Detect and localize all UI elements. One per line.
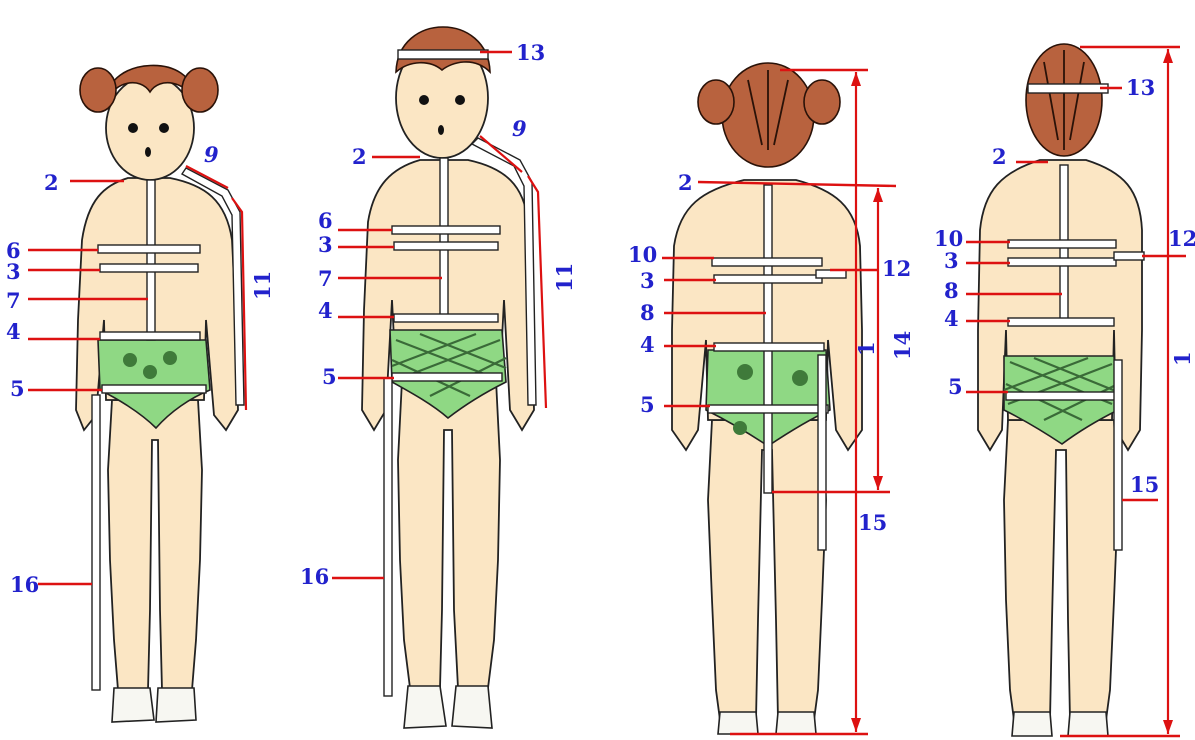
figure-3-tape-side: [818, 355, 826, 550]
figure-3-flower-b: [792, 370, 808, 386]
figure-4-shoe-right: [1068, 712, 1108, 736]
figure-4-tape-upper-arm: [1114, 252, 1144, 260]
figure-1-tape-chest-upper: [98, 245, 200, 253]
figure-2-legs: [398, 380, 500, 688]
figure-1-eye-left: [128, 123, 138, 133]
figure-4-label-4: 4: [944, 306, 959, 331]
figure-1-legs: [108, 400, 202, 690]
figure-3-label-3: 3: [640, 268, 655, 293]
figure-1-flower-a: [123, 353, 137, 367]
figure-1-tape-chest: [100, 264, 198, 272]
figure-3-label-2: 2: [678, 170, 693, 195]
figure-2-label-13: 13: [516, 40, 545, 65]
figure-2-tape-waist: [394, 314, 498, 322]
figure-2-label-6: 6: [318, 208, 333, 233]
figure-1-eye-right: [159, 123, 169, 133]
figure-3-shoe-left: [718, 712, 758, 734]
figure-2-label-4: 4: [318, 298, 333, 323]
figure-1-shoe-left: [112, 688, 154, 722]
figure-3-label-5: 5: [640, 392, 655, 417]
figure-1-label-9: 9: [204, 142, 219, 167]
figure-2-label-9: 9: [512, 116, 527, 141]
figure-1-tape-waist: [100, 332, 200, 340]
figure-2-shoe-right: [452, 686, 492, 728]
figure-3-tape-waist: [714, 343, 824, 351]
figure-3-label-15: 15: [858, 510, 887, 535]
figure-1-shoe-right: [156, 688, 196, 722]
figure-1-flower-c: [143, 365, 157, 379]
figure-4-label-13: 13: [1126, 75, 1155, 100]
figure-front-boy: 13 2 9 6 3 7 4 5 11 16: [300, 27, 577, 728]
figure-1-flower-b: [163, 351, 177, 365]
figure-3-tape-upper-arm: [816, 270, 846, 278]
figure-3-shoe-right: [776, 712, 816, 734]
figure-1-mouth: [145, 147, 151, 157]
figure-3-label-4: 4: [640, 332, 655, 357]
figure-4-label-1: 1: [1170, 351, 1195, 366]
figure-1-label-7: 7: [6, 288, 21, 313]
figure-4-legs: [1004, 420, 1118, 720]
figure-back-boy: 13 2 10 3 8 4 5 12 15 1: [934, 44, 1195, 736]
figure-2-label-7: 7: [318, 266, 333, 291]
figure-4-label-12: 12: [1168, 226, 1195, 251]
figure-3-tape-back-width: [712, 258, 822, 266]
figure-1-label-2: 2: [44, 170, 59, 195]
figure-1-label-3: 3: [6, 259, 21, 284]
figure-2-label-2: 2: [352, 144, 367, 169]
figure-3-label-12: 12: [882, 256, 911, 281]
figure-1-tape-leg: [92, 395, 100, 690]
figure-front-girl: 2 6 3 7 4 5 16 9 11: [6, 65, 275, 722]
figure-4-tape-hips: [1006, 392, 1116, 400]
figure-4-label-3: 3: [944, 248, 959, 273]
figure-2-label-3: 3: [318, 232, 333, 257]
figure-2-shoe-left: [404, 686, 446, 728]
figure-3-label-1: 1: [854, 341, 879, 356]
figure-1-tape-vertical: [147, 180, 155, 340]
figure-2-eye-left: [419, 95, 429, 105]
figure-3-pigtail-right: [804, 80, 840, 124]
figure-3-tape-chest: [714, 275, 822, 283]
figure-4-tape-side: [1114, 360, 1122, 550]
figure-1-label-11: 11: [250, 271, 275, 300]
figure-4-tape-back-width: [1008, 240, 1116, 248]
figure-1-label-5: 5: [10, 376, 25, 401]
figure-4-label-2: 2: [992, 144, 1007, 169]
figure-4-label-5: 5: [948, 374, 963, 399]
figure-1-pigtail-left: [80, 68, 116, 112]
figure-1-pigtail-right: [182, 68, 218, 112]
figure-2-tape-vertical: [440, 158, 448, 316]
figure-3-flower-c: [733, 421, 747, 435]
figure-3-label-10: 10: [628, 242, 657, 267]
figure-4-shoe-left: [1012, 712, 1052, 736]
figure-2-eye-right: [455, 95, 465, 105]
figure-3-pigtail-left: [698, 80, 734, 124]
figure-2-tape-leg: [384, 378, 392, 696]
figure-4-label-8: 8: [944, 278, 959, 303]
figure-3-tape-vertical: [764, 185, 772, 493]
figure-2-tape-chest-upper: [392, 226, 500, 234]
figure-2-tape-chest: [394, 242, 498, 250]
figure-3-tape-hips: [708, 405, 828, 413]
figure-2-mouth: [438, 125, 444, 135]
figure-4-label-15: 15: [1130, 472, 1159, 497]
figure-2-label-16: 16: [300, 564, 329, 589]
figure-3-label-14: 14: [890, 331, 915, 360]
figure-4-tape-waist: [1008, 318, 1114, 326]
figure-2-label-11: 11: [552, 263, 577, 292]
figure-4-tape-chest: [1008, 258, 1116, 266]
figure-3-label-8: 8: [640, 300, 655, 325]
figure-3-flower-a: [737, 364, 753, 380]
figure-2-tape-head: [398, 50, 488, 59]
figure-1-label-4: 4: [6, 319, 21, 344]
figure-2-tape-hips: [392, 373, 502, 381]
figure-back-girl: 2 10 3 8 4 5 12 1 14 15: [628, 63, 915, 734]
figure-4-tape-head: [1028, 84, 1108, 93]
figure-1-tape-hips: [102, 385, 206, 393]
figure-2-label-5: 5: [322, 364, 337, 389]
figure-1-label-16: 16: [10, 572, 39, 597]
